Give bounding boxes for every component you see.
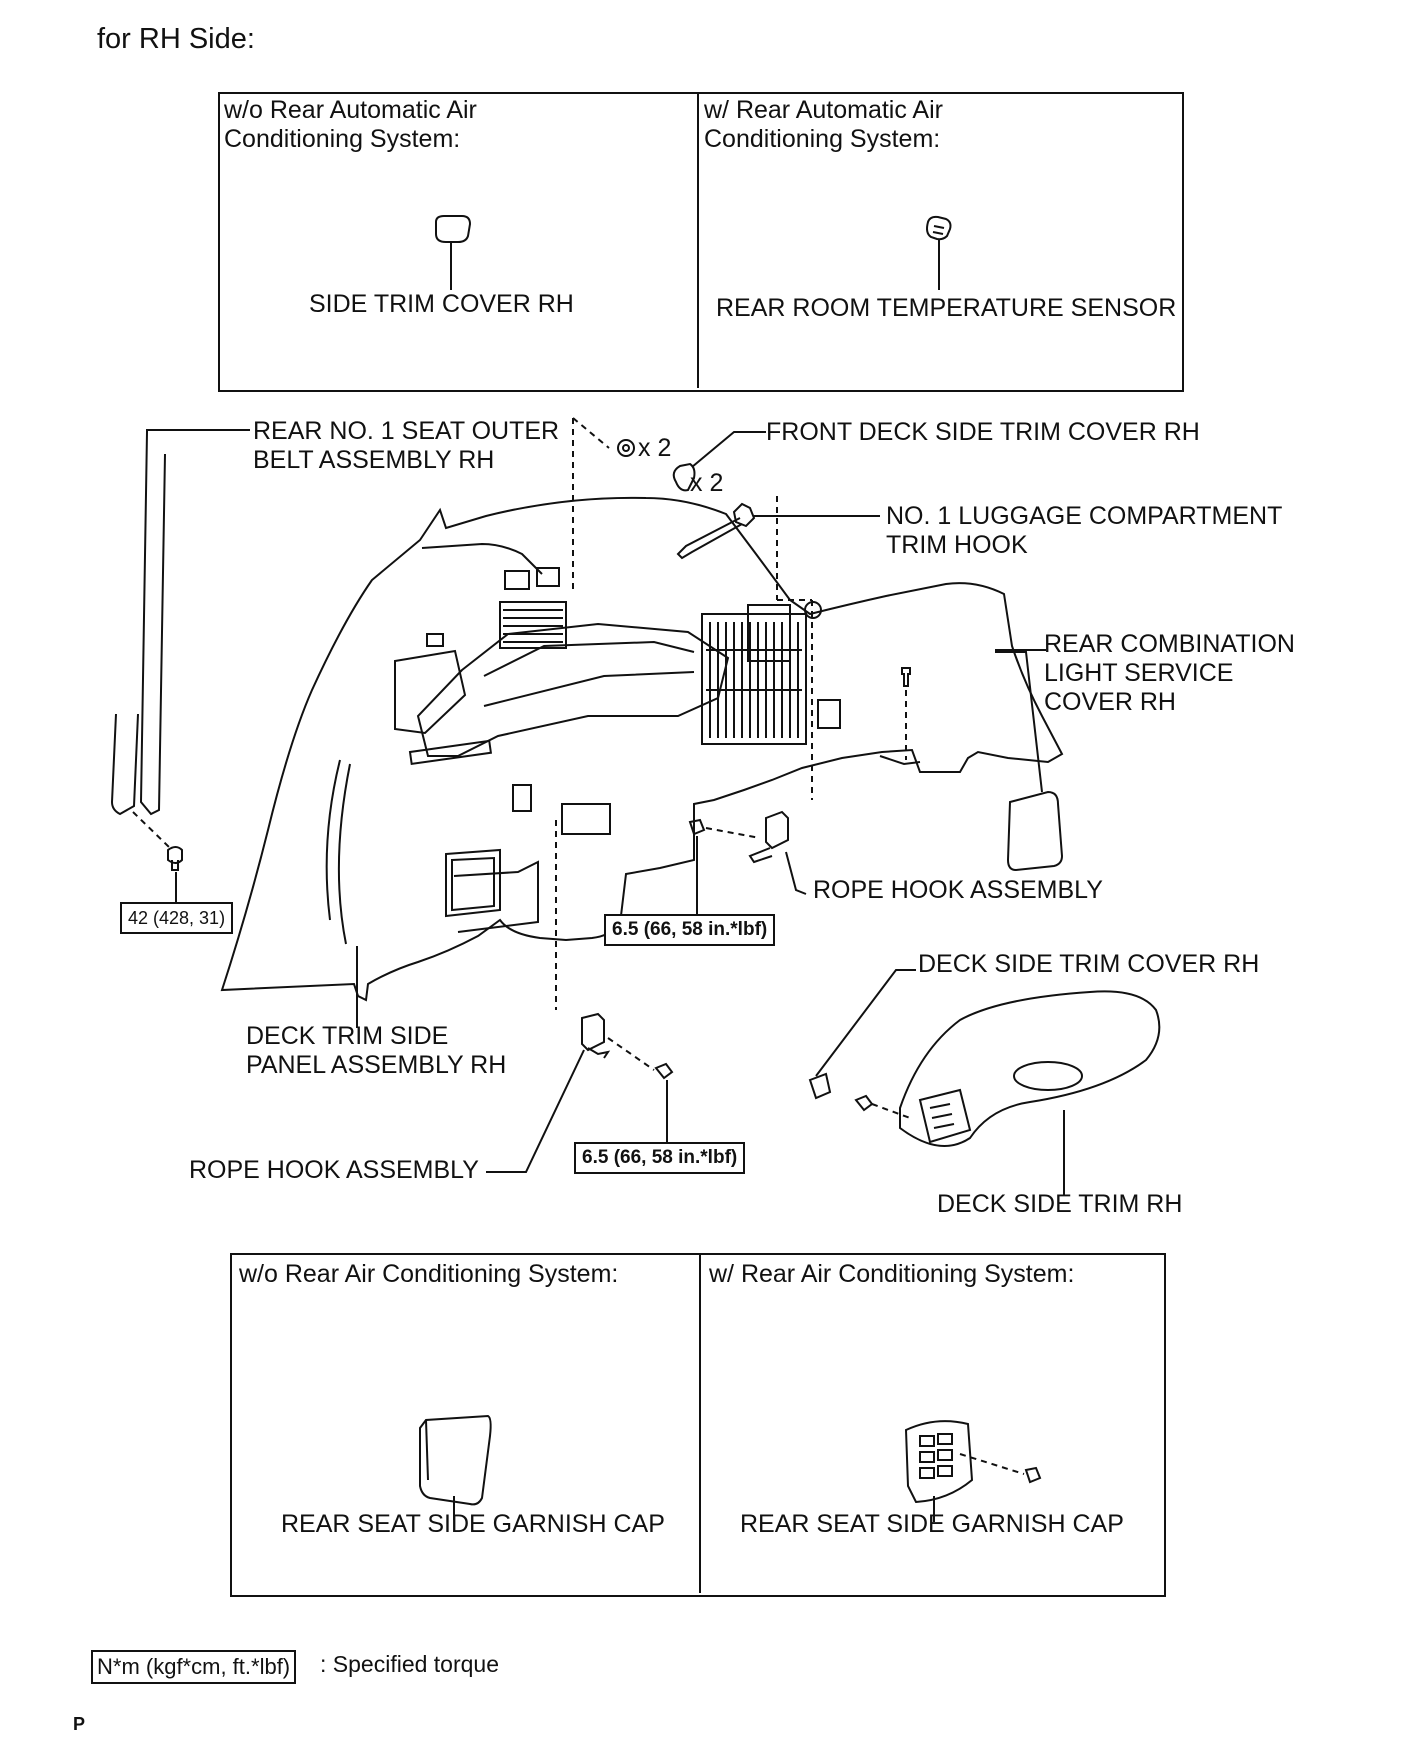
top-variant-panel <box>218 92 1184 392</box>
garnish-cap-right-part <box>904 1420 974 1504</box>
top-right-heading: w/ Rear Automatic Air Conditioning Syste… <box>704 96 943 153</box>
footer-mark: P <box>73 1714 86 1734</box>
legend-unit-box: N*m (kgf*cm, ft.*lbf) <box>91 1650 297 1684</box>
temperature-sensor-part <box>926 215 952 290</box>
rope-hook-lower-label: ROPE HOOK ASSEMBLY <box>189 1156 479 1184</box>
rope-hook-upper-part <box>748 810 789 864</box>
deck-side-trim-label: DECK SIDE TRIM RH <box>937 1190 1183 1218</box>
clip-qty-label: x 2 <box>638 434 672 462</box>
torque-belt-bolt: 42 (428, 31) <box>120 902 234 934</box>
seat-belt-label: REAR NO. 1 SEAT OUTER BELT ASSEMBLY RH <box>253 417 560 474</box>
torque-rope-hook-upper: 6.5 (66, 58 in.*lbf) <box>604 914 776 946</box>
bottom-variant-panel <box>230 1253 1166 1597</box>
deck-side-trim-part <box>899 990 1161 1147</box>
front-deck-cover-label: FRONT DECK SIDE TRIM COVER RH <box>766 418 1200 446</box>
luggage-trim-hook-part <box>676 502 756 560</box>
temperature-sensor-label: REAR ROOM TEMPERATURE SENSOR <box>716 294 1177 322</box>
rope-hook-upper-label: ROPE HOOK ASSEMBLY <box>813 876 1103 904</box>
rear-combination-light-cover-part <box>1006 790 1064 872</box>
legend-description: : Specified torque <box>320 1651 500 1677</box>
retainer-clip-part <box>617 439 635 457</box>
panel-storage-pocket <box>445 848 501 918</box>
garnish-cap-right-label: REAR SEAT SIDE GARNISH CAP <box>740 1510 1124 1538</box>
side-trim-cover-label: SIDE TRIM COVER RH <box>309 290 574 318</box>
belt-bolt-part <box>167 846 183 871</box>
cover-qty-label: x 2 <box>690 469 724 497</box>
deck-side-trim-bolt <box>854 1094 874 1112</box>
seat-belt-cover-part <box>110 429 250 816</box>
luggage-hook-label: NO. 1 LUGGAGE COMPARTMENT TRIM HOOK <box>886 502 1283 559</box>
rope-hook-upper-bolt <box>688 818 706 836</box>
side-trim-cover-part <box>435 215 472 290</box>
page-title: for RH Side: <box>97 23 255 55</box>
panel-vent-grille <box>499 601 567 649</box>
panel-speaker-grille <box>701 613 807 745</box>
torque-rope-hook-lower: 6.5 (66, 58 in.*lbf) <box>574 1142 746 1174</box>
top-left-heading: w/o Rear Automatic Air Conditioning Syst… <box>224 96 477 153</box>
garnish-cap-left-part <box>419 1414 492 1506</box>
deck-trim-panel-label: DECK TRIM SIDE PANEL ASSEMBLY RH <box>246 1022 507 1079</box>
rope-hook-lower-part <box>581 1012 611 1059</box>
deck-trim-side-panel-part <box>220 496 1064 1002</box>
deck-side-trim-cover-part <box>808 1072 832 1100</box>
garnish-cap-left-label: REAR SEAT SIDE GARNISH CAP <box>281 1510 665 1538</box>
bottom-right-heading: w/ Rear Air Conditioning System: <box>709 1260 1075 1288</box>
bottom-left-heading: w/o Rear Air Conditioning System: <box>239 1260 619 1288</box>
right-screw-part <box>901 667 911 687</box>
front-deck-cover-part <box>672 462 696 492</box>
garnish-cap-screw <box>1024 1466 1042 1484</box>
rear-combo-cover-label: REAR COMBINATION LIGHT SERVICE COVER RH <box>1044 630 1295 716</box>
deck-side-cover-label: DECK SIDE TRIM COVER RH <box>918 950 1260 978</box>
rope-hook-lower-bolt <box>654 1062 674 1080</box>
